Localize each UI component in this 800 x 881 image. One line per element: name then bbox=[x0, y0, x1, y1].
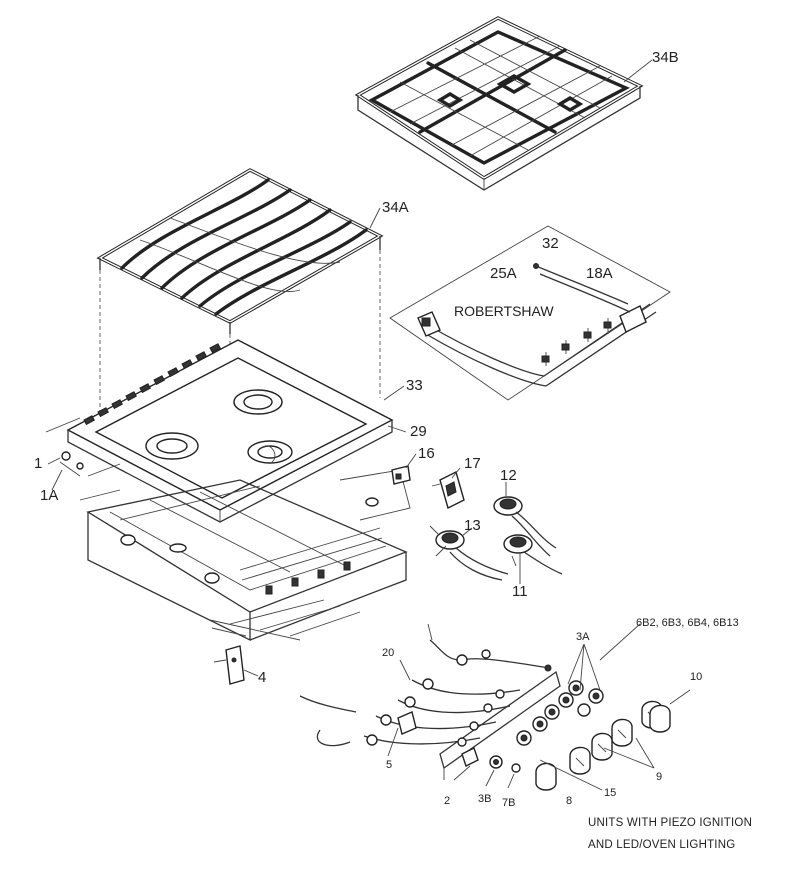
cooktop-33 bbox=[66, 339, 394, 523]
label-34a: 34A bbox=[382, 199, 409, 216]
label-11: 11 bbox=[512, 583, 528, 600]
label-3a: 3A bbox=[576, 631, 590, 643]
knob-8 bbox=[535, 762, 557, 791]
label-6b: 6B2, 6B3, 6B4, 6B13 bbox=[636, 617, 739, 629]
robertshaw-inset bbox=[389, 225, 671, 401]
label-10: 10 bbox=[690, 671, 702, 683]
part-labels: 34B 34A 32 25A 18A ROBERTSHAW 33 29 1 1A… bbox=[34, 49, 739, 809]
range-chassis bbox=[45, 417, 411, 642]
manifold-assembly bbox=[299, 623, 561, 780]
label-13: 13 bbox=[464, 517, 481, 534]
knob-10 bbox=[649, 689, 691, 733]
burner-11 bbox=[503, 534, 563, 575]
note-line-2: AND LED/OVEN LIGHTING bbox=[588, 839, 735, 851]
wire-rack-34a bbox=[96, 168, 384, 334]
label-18a: 18A bbox=[586, 265, 613, 282]
label-1: 1 bbox=[34, 455, 42, 472]
label-2: 2 bbox=[444, 795, 450, 807]
label-15: 15 bbox=[604, 787, 616, 799]
ignition-parts bbox=[453, 747, 603, 791]
footnote: UNITS WITH PIEZO IGNITION AND LED/OVEN L… bbox=[588, 817, 752, 851]
part-17 bbox=[431, 470, 465, 510]
label-3b: 3B bbox=[478, 793, 491, 805]
label-20: 20 bbox=[382, 647, 394, 659]
label-7b: 7B bbox=[502, 797, 515, 809]
label-17: 17 bbox=[464, 455, 481, 472]
label-8: 8 bbox=[566, 795, 572, 807]
burner-13 bbox=[429, 525, 509, 581]
label-1a: 1A bbox=[40, 487, 58, 504]
label-4: 4 bbox=[258, 669, 266, 686]
label-12: 12 bbox=[500, 467, 517, 484]
burner-12 bbox=[493, 496, 557, 557]
brand-label: ROBERTSHAW bbox=[454, 303, 554, 319]
label-33: 33 bbox=[406, 377, 423, 394]
note-line-1: UNITS WITH PIEZO IGNITION bbox=[588, 817, 752, 829]
label-5: 5 bbox=[386, 759, 392, 771]
grate-34b bbox=[354, 16, 644, 191]
valve-stems-3a bbox=[516, 643, 604, 746]
label-16: 16 bbox=[418, 445, 435, 462]
part-4 bbox=[213, 645, 245, 685]
label-32: 32 bbox=[542, 235, 559, 252]
label-34b: 34B bbox=[652, 49, 679, 66]
part-16 bbox=[391, 465, 411, 485]
leader-lines bbox=[47, 59, 653, 757]
label-25a: 25A bbox=[490, 265, 517, 282]
label-9: 9 bbox=[656, 771, 662, 783]
label-29: 29 bbox=[410, 423, 427, 440]
